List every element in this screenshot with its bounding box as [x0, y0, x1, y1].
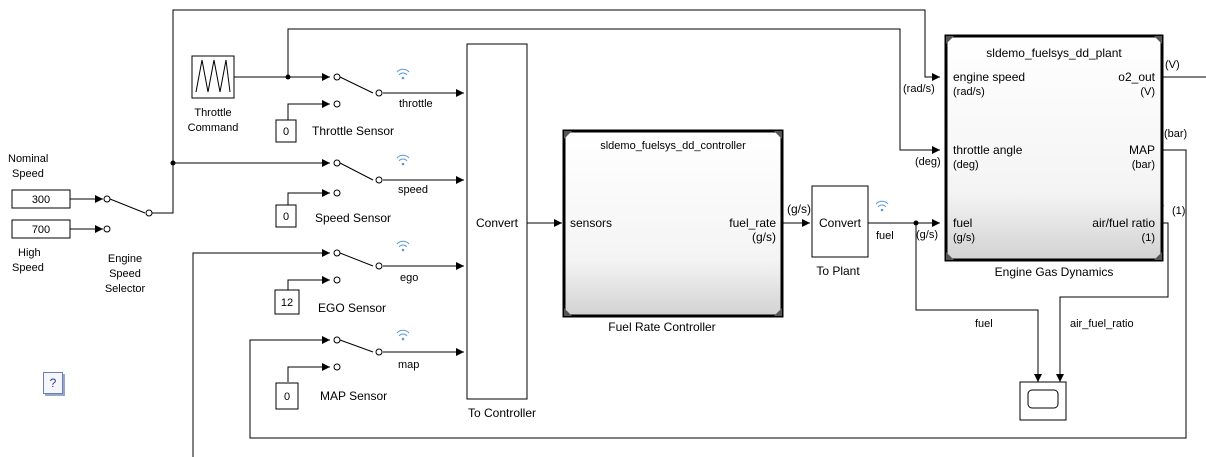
throttle-angle-line[interactable]	[287, 28, 940, 154]
svg-text:fuel: fuel	[953, 216, 972, 230]
svg-text:sensors: sensors	[570, 216, 612, 230]
svg-text:Convert: Convert	[476, 216, 519, 230]
svg-text:throttle angle: throttle angle	[953, 143, 1023, 157]
to-controller-convert-block[interactable]: Convert To Controller	[466, 43, 536, 420]
svg-text:Engine Gas Dynamics: Engine Gas Dynamics	[995, 265, 1114, 279]
svg-text:0: 0	[283, 126, 289, 138]
engine-speed-line[interactable]	[160, 9, 940, 214]
ego-sensor-switch[interactable]: 12 EGO Sensor ego	[274, 249, 418, 315]
svg-text:Throttle Sensor: Throttle Sensor	[312, 124, 394, 138]
svg-text:(bar): (bar)	[1164, 128, 1187, 140]
ego-feedback-line[interactable]	[192, 249, 330, 457]
svg-text:High: High	[18, 247, 41, 259]
svg-text:(g/s): (g/s)	[752, 230, 776, 244]
svg-text:Speed: Speed	[12, 262, 44, 274]
svg-text:Speed Sensor: Speed Sensor	[315, 211, 391, 225]
svg-text:o2_out: o2_out	[1118, 70, 1155, 84]
svg-text:(g/s): (g/s)	[953, 232, 975, 244]
svg-text:12: 12	[281, 297, 293, 309]
svg-text:0: 0	[283, 211, 289, 223]
svg-text:air_fuel_ratio: air_fuel_ratio	[1070, 318, 1134, 330]
svg-text:Throttle: Throttle	[194, 107, 231, 119]
svg-text:sldemo_fuelsys_dd_controller: sldemo_fuelsys_dd_controller	[600, 140, 746, 152]
help-button[interactable]: ?	[43, 372, 63, 394]
svg-text:To Plant: To Plant	[816, 264, 860, 278]
svg-text:(1): (1)	[1172, 205, 1185, 217]
svg-text:map: map	[398, 359, 419, 371]
svg-text:speed: speed	[398, 184, 428, 196]
svg-text:ego: ego	[400, 272, 418, 284]
svg-text:(bar): (bar)	[1132, 159, 1155, 171]
throttle-sensor-line[interactable]	[287, 100, 330, 120]
throttle-sensor-switch[interactable]: 0 Throttle Sensor throttle	[275, 73, 433, 143]
scope-afr-line[interactable]	[1056, 222, 1169, 382]
svg-text:MAP Sensor: MAP Sensor	[320, 389, 387, 403]
svg-text:Nominal: Nominal	[8, 153, 48, 165]
svg-text:fuel: fuel	[975, 318, 993, 330]
ego-sensor-line[interactable]	[287, 276, 330, 290]
svg-text:(g/s): (g/s)	[916, 229, 938, 241]
svg-text:Convert: Convert	[819, 216, 862, 230]
scope-block[interactable]: fuel air_fuel_ratio	[975, 318, 1134, 421]
logging-icon	[396, 329, 410, 341]
svg-text:(V): (V)	[1165, 59, 1180, 71]
svg-text:Speed: Speed	[12, 168, 44, 180]
speed-sensor-line[interactable]	[287, 189, 330, 205]
svg-text:(V): (V)	[1140, 86, 1155, 98]
svg-text:Fuel Rate Controller: Fuel Rate Controller	[608, 320, 715, 334]
svg-text:Engine: Engine	[108, 253, 142, 265]
svg-text:sldemo_fuelsys_dd_plant: sldemo_fuelsys_dd_plant	[986, 46, 1122, 60]
logging-icon	[396, 154, 410, 166]
svg-text:Selector: Selector	[105, 283, 146, 295]
high-speed-block[interactable]: 700 High Speed	[11, 219, 71, 274]
svg-text:0: 0	[284, 391, 290, 403]
engine-gas-dynamics-subsystem[interactable]: sldemo_fuelsys_dd_plant engine speed (ra…	[903, 34, 1187, 279]
logging-icon	[875, 200, 889, 212]
svg-text:EGO Sensor: EGO Sensor	[318, 301, 386, 315]
svg-text:(deg): (deg)	[915, 156, 941, 168]
map-feedback-line[interactable]	[249, 149, 1187, 439]
svg-text:(deg): (deg)	[953, 159, 979, 171]
map-sensor-switch[interactable]: 0 MAP Sensor map	[275, 336, 419, 410]
svg-text:(rad/s): (rad/s)	[953, 86, 985, 98]
svg-text:fuel_rate: fuel_rate	[729, 216, 776, 230]
svg-text:(rad/s): (rad/s)	[903, 83, 935, 95]
engine-speed-selector-switch[interactable]: Engine Speed Selector	[103, 195, 160, 295]
svg-text:(g/s): (g/s)	[787, 202, 811, 216]
svg-text:Command: Command	[188, 122, 239, 134]
svg-text:300: 300	[32, 194, 50, 206]
svg-text:fuel: fuel	[876, 230, 894, 242]
svg-text:700: 700	[32, 224, 50, 236]
signal-lines	[70, 9, 1206, 457]
svg-text:throttle: throttle	[399, 98, 433, 110]
nominal-speed-block[interactable]: Nominal Speed 300	[8, 153, 71, 209]
throttle-command-block[interactable]: Throttle Command	[188, 55, 240, 134]
svg-text:air/fuel ratio: air/fuel ratio	[1092, 216, 1155, 230]
map-sensor-line[interactable]	[287, 363, 330, 382]
scope-fuel-line[interactable]	[915, 223, 1042, 382]
svg-text:MAP: MAP	[1129, 143, 1155, 157]
fuel-rate-controller-subsystem[interactable]: sldemo_fuelsys_dd_controller sensors fue…	[562, 129, 784, 334]
svg-text:(1): (1)	[1142, 232, 1155, 244]
svg-text:engine speed: engine speed	[953, 70, 1025, 84]
logging-icon	[396, 68, 410, 80]
speed-sensor-switch[interactable]: 0 Speed Sensor speed	[275, 159, 428, 228]
svg-text:To Controller: To Controller	[468, 406, 536, 420]
svg-text:Speed: Speed	[109, 268, 141, 280]
to-plant-convert-block[interactable]: (g/s) Convert To Plant fuel	[787, 185, 894, 278]
logging-icon	[396, 240, 410, 252]
